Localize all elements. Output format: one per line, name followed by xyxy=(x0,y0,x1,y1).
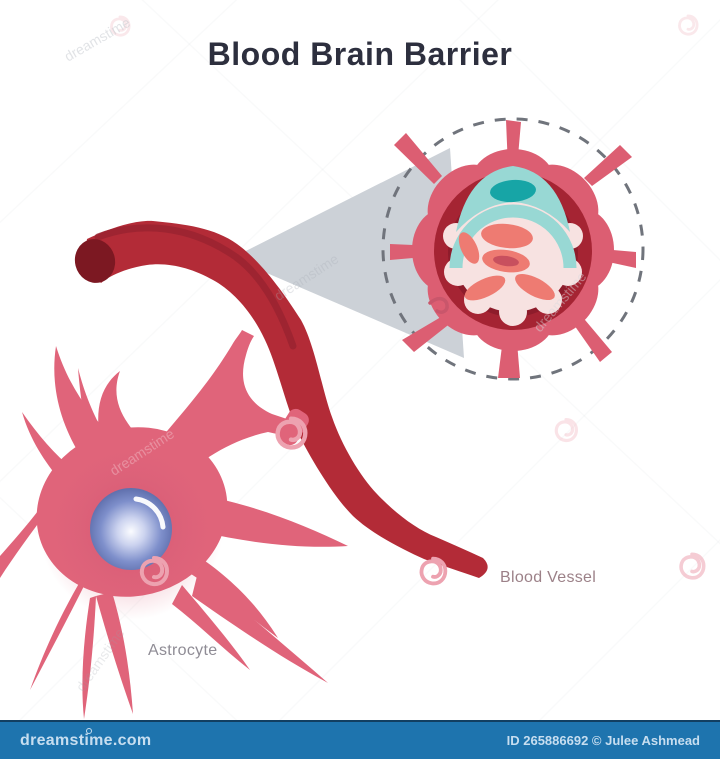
blood-vessel xyxy=(74,220,488,579)
astrocyte-arm xyxy=(82,596,96,719)
magnifier-cone xyxy=(232,148,464,358)
dreamstime-logo: dreamstime.com xyxy=(20,727,152,750)
blood-vessel-opening xyxy=(74,239,116,283)
blood-vessel-tube xyxy=(86,220,488,579)
astrocyte-arm xyxy=(172,585,250,670)
red-blood-cell xyxy=(458,232,480,264)
endfoot-curl-detail xyxy=(428,296,449,314)
page-title: Blood Brain Barrier xyxy=(207,36,513,72)
astrocyte-label: Astrocyte xyxy=(148,642,218,659)
astrocyte-arm xyxy=(200,495,348,547)
red-blood-cell xyxy=(481,223,533,249)
astrocyte-arm xyxy=(96,592,133,714)
red-blood-cell xyxy=(464,275,506,301)
astrocyte-cell xyxy=(0,330,348,719)
image-id-credit: ID 265886692 © Julee Ashmead xyxy=(506,733,700,748)
nucleus-highlight xyxy=(133,496,166,530)
blood-vessel-shading xyxy=(94,224,297,350)
blood-vessel-label: Blood Vessel xyxy=(500,569,597,586)
magnifier-dashed-circle xyxy=(381,117,645,381)
red-blood-cell xyxy=(515,273,555,301)
dreamstime-logo-dot-icon xyxy=(86,727,92,734)
dreamstime-footer-bar: dreamstime.com ID 265886692 © Julee Ashm… xyxy=(0,720,720,759)
red-blood-cell-center xyxy=(493,255,519,267)
pericyte-nucleus xyxy=(490,179,536,203)
vessel-cross-section-inset xyxy=(390,120,636,378)
dreamstime-logo-text: dreamstime.com xyxy=(20,731,152,749)
blood-brain-barrier-diagram: dreamstime dreamstime dreamstime dreamst… xyxy=(0,13,706,719)
astrocyte-arm xyxy=(192,572,328,683)
red-blood-cells xyxy=(458,223,555,301)
astrocyte-endfoot-pad xyxy=(277,408,309,446)
